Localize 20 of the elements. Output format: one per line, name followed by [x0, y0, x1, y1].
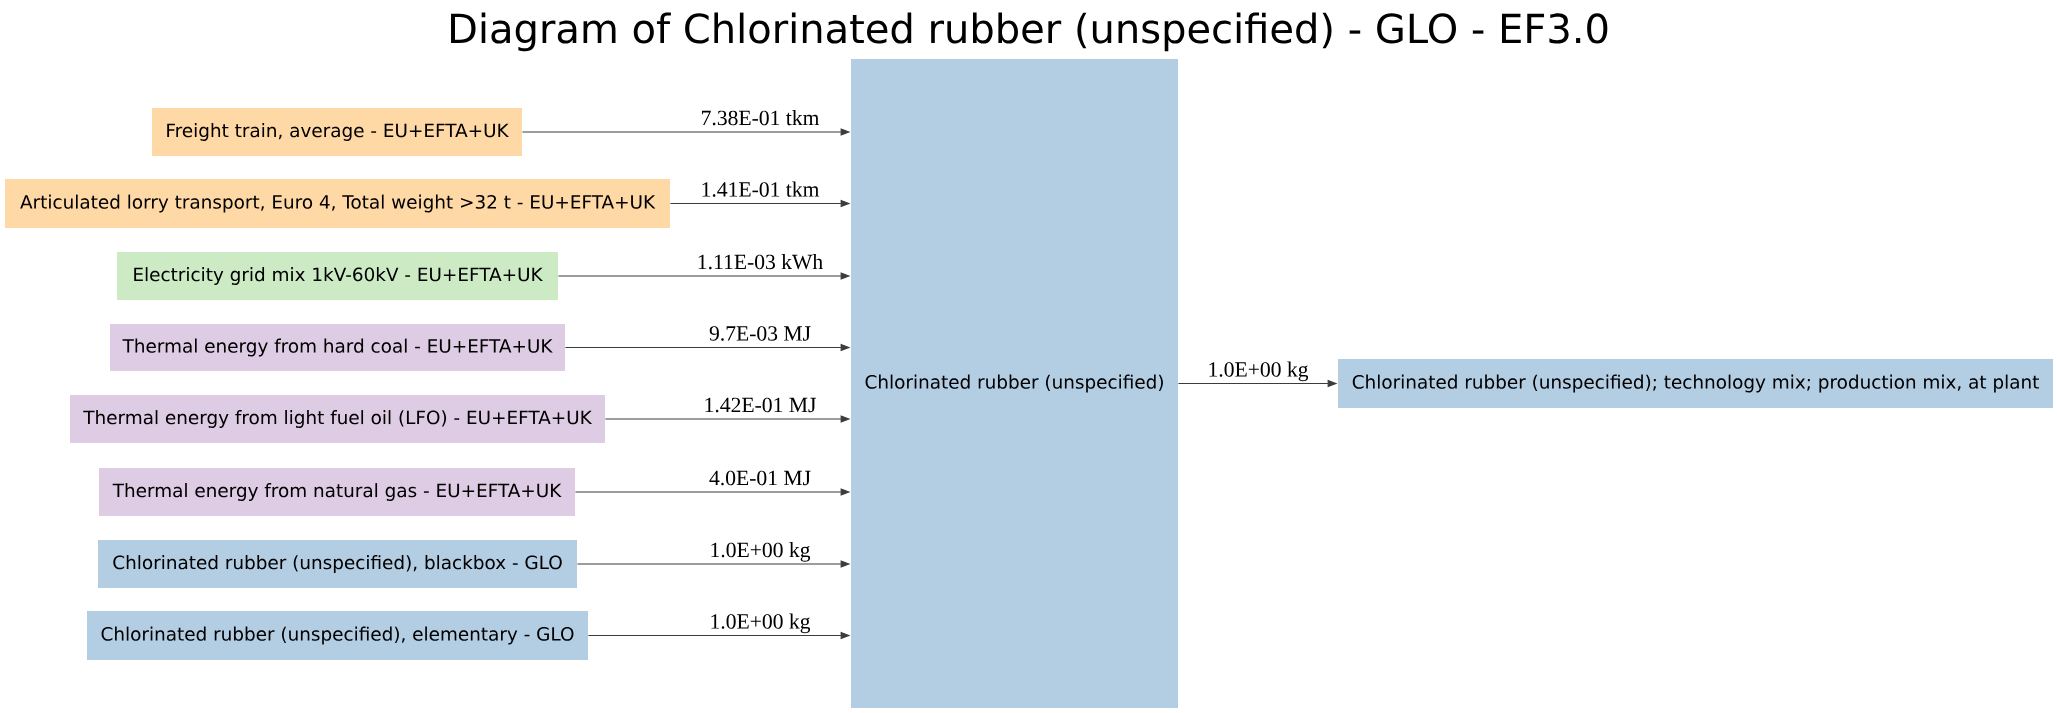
process-box: Thermal energy from hard coal - EU+EFTA+UK [110, 324, 565, 371]
edge-label: 1.0E+00 kg [711, 613, 811, 634]
process-box: Freight train, average - EU+EFTA+UK [152, 108, 522, 156]
process-box: Chlorinated rubber (unspecified), elementary - GLO [87, 611, 588, 660]
edge-label: 1.0E+00 kg [711, 542, 811, 562]
edge-label: 1.0E+00 kg [1209, 361, 1309, 382]
edge-label: 1.42E-01 MJ [705, 397, 816, 413]
process-box: Chlorinated rubber (unspecified); technology mix; production mix, at plant [1338, 359, 2053, 408]
process-box: Thermal energy from natural gas - EU+EFTA+UK [99, 468, 575, 516]
process-box: Thermal energy from light fuel oil (LFO) - EU+EFTA+UK [70, 395, 605, 443]
edge-label: 1.41E-01 tkm [702, 181, 820, 197]
process-box: Electricity grid mix 1kV-60kV - EU+EFTA+UK [117, 252, 558, 300]
title: Diagram of Chlorinated rubber (unspecified) - GLO - EF3.0 [451, 12, 1608, 52]
edge-label: 4.0E-01 MJ [709, 470, 811, 486]
process-box: Chlorinated rubber (unspecified), blackbox - GLO [98, 540, 577, 588]
edge-label: 1.11E-03 kWh [698, 254, 823, 270]
process-box: Chlorinated rubber (unspecified) [851, 59, 1178, 708]
edge-label: 9.7E-03 MJ [709, 326, 811, 341]
process-box: Articulated lorry transport, Euro 4, Total weight >32 t - EU+EFTA+UK [5, 179, 670, 228]
edge-label: 7.38E-01 tkm [702, 110, 820, 126]
